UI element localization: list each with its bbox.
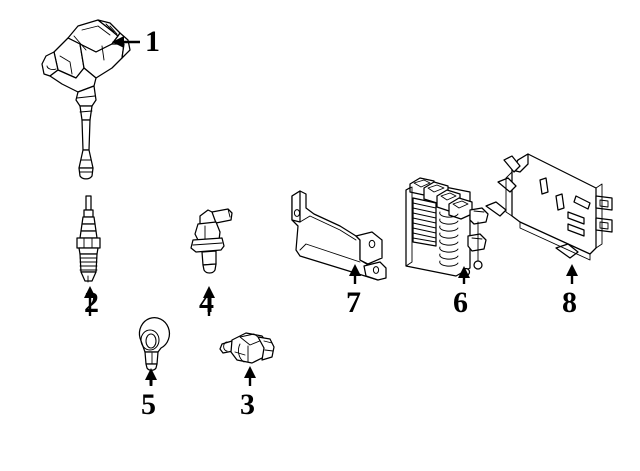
part-4-crankshaft-position-sensor (190, 208, 233, 274)
part-7-ecm-bracket-left (291, 190, 387, 281)
part-3-camshaft-position-sensor (219, 332, 275, 364)
part-1-ignition-coil (41, 19, 131, 180)
callout-number-1: 1 (145, 25, 160, 58)
part-6-engine-control-module (405, 177, 489, 277)
callout-number-5: 5 (141, 388, 156, 421)
callout-number-3: 3 (240, 388, 255, 421)
callout-number-6: 6 (453, 286, 468, 319)
part-5-knock-sensor (138, 316, 170, 371)
callout-number-7: 7 (346, 286, 361, 319)
callout-number-2: 2 (84, 286, 99, 319)
callout-number-4: 4 (199, 286, 214, 319)
callout-leaders (84, 36, 578, 386)
part-2-spark-plug (76, 195, 101, 283)
part-8-ecm-bracket-right (485, 153, 613, 261)
callout-number-8: 8 (562, 286, 577, 319)
